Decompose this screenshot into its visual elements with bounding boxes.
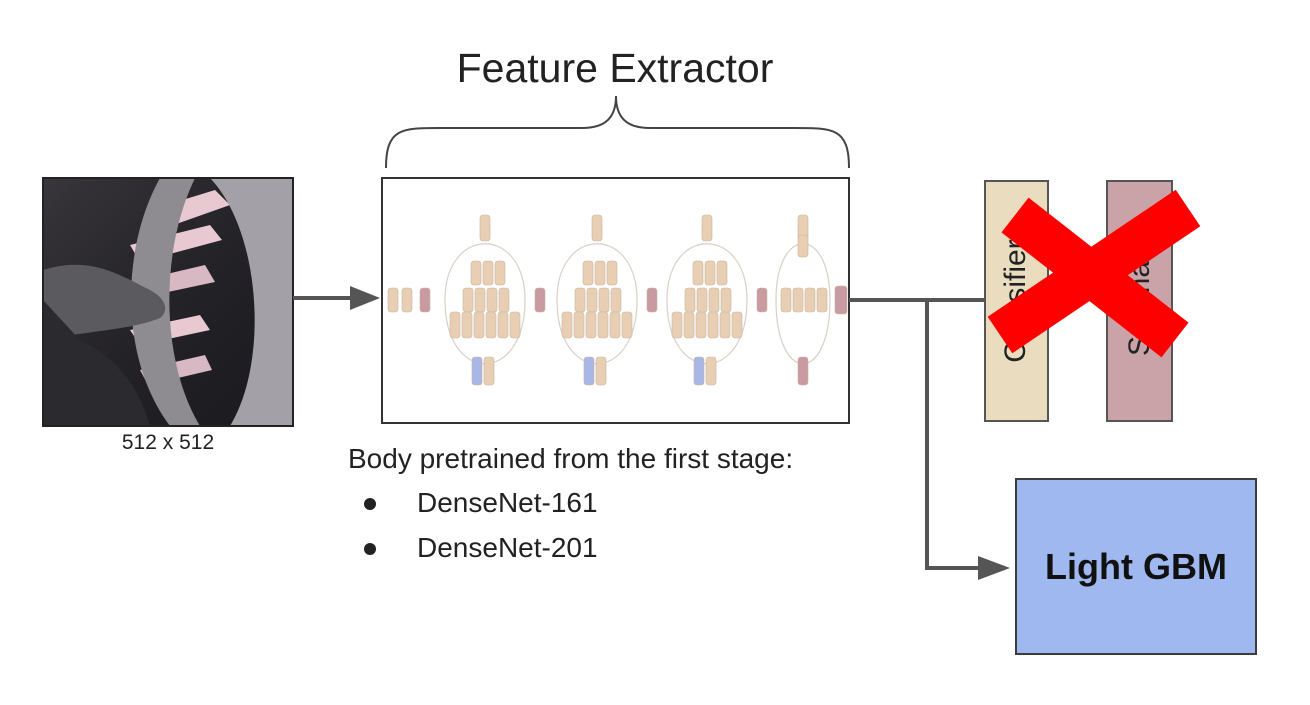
dense-row-block (606, 260, 618, 286)
transition-block (646, 287, 658, 313)
dense-top-block (701, 214, 713, 242)
pool-block (583, 356, 595, 386)
dense-row-block (582, 260, 594, 286)
pool-adjacent-block (705, 356, 717, 386)
dense-row-block (494, 260, 506, 286)
dense-block-loop (775, 243, 831, 365)
dense-row-block (780, 287, 792, 313)
dense-row-block (597, 311, 609, 339)
stem-transition-block (419, 287, 431, 313)
light-gbm-box: Light GBM (1015, 478, 1257, 655)
dense-row-block (704, 260, 716, 286)
dense-row-block (683, 311, 695, 339)
dense-row-block (509, 311, 521, 339)
feature-extractor-brace (385, 95, 850, 169)
dense-top-block (591, 214, 603, 242)
dense-row-block (470, 260, 482, 286)
pool-block (471, 356, 483, 386)
dense-block-loop (666, 243, 748, 365)
dense-row-block (473, 311, 485, 339)
dense-top-block (797, 234, 809, 258)
dense-row-block (816, 287, 828, 313)
backbone-list: DenseNet-161 DenseNet-201 (360, 485, 598, 575)
backbone-item: DenseNet-161 (360, 485, 598, 530)
dense-block-loop (444, 243, 526, 365)
dense-top-block (479, 214, 491, 242)
pool-adjacent-block (595, 356, 607, 386)
dense-row-block (573, 311, 585, 339)
dense-row-block (716, 260, 728, 286)
dense-row-block (485, 311, 497, 339)
dense-row-block (804, 287, 816, 313)
dense-row-block (594, 260, 606, 286)
description-heading: Body pretrained from the first stage: (348, 443, 794, 474)
dense-row-block (461, 311, 473, 339)
pool-block (693, 356, 705, 386)
lgbm-arrowhead (978, 556, 1010, 580)
dense-row-block (692, 260, 704, 286)
dense-row-block (482, 260, 494, 286)
input-image (42, 177, 294, 427)
dense-row-block (719, 311, 731, 339)
dense-bottom-block (797, 356, 809, 386)
transition-block (756, 287, 768, 313)
transition-block (534, 287, 546, 313)
pool-adjacent-block (483, 356, 495, 386)
final-transition-block (834, 285, 848, 315)
dense-block-loop (556, 243, 638, 365)
dense-row-block (731, 311, 743, 339)
input-arrowhead (350, 286, 380, 310)
dense-row-block (561, 311, 573, 339)
dense-row-block (585, 311, 597, 339)
dense-row-block (671, 311, 683, 339)
stem-block (387, 287, 399, 313)
dense-row-block (695, 311, 707, 339)
dense-row-block (707, 311, 719, 339)
stem-block (401, 287, 413, 313)
feature-extractor-title: Feature Extractor (456, 45, 774, 91)
dense-row-block (792, 287, 804, 313)
dense-row-block (449, 311, 461, 339)
dense-row-block (621, 311, 633, 339)
input-image-caption: 512 x 512 (121, 431, 215, 454)
densenet-schematic (387, 214, 848, 386)
dense-row-block (609, 311, 621, 339)
backbone-item: DenseNet-201 (360, 530, 598, 575)
dense-row-block (497, 311, 509, 339)
